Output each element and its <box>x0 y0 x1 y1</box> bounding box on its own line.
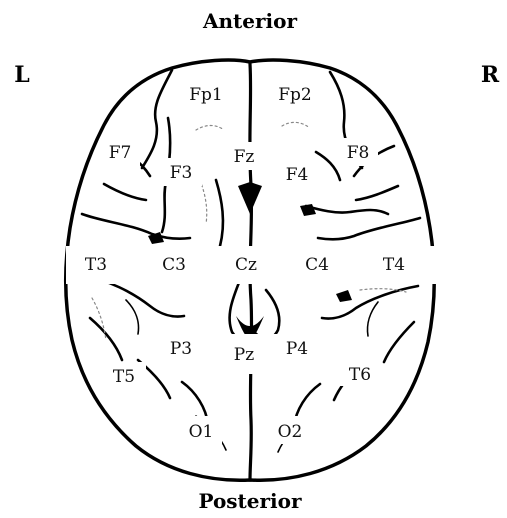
electrode-pz: Pz <box>234 345 254 365</box>
electrode-f4: F4 <box>286 165 309 185</box>
electrode-o2: O2 <box>278 422 303 442</box>
anterior-label: Anterior <box>202 9 297 33</box>
electrode-t3: T3 <box>85 255 107 275</box>
electrode-f3: F3 <box>170 163 193 183</box>
electrode-fp1: Fp1 <box>189 85 223 105</box>
electrode-p3: P3 <box>170 339 192 359</box>
electrode-fz: Fz <box>234 147 255 167</box>
electrode-fp2: Fp2 <box>278 85 312 105</box>
electrode-c3: C3 <box>162 255 186 275</box>
electrode-f8: F8 <box>347 143 370 163</box>
electrode-p4: P4 <box>286 339 308 359</box>
posterior-label: Posterior <box>198 489 302 513</box>
electrode-t5: T5 <box>113 367 135 387</box>
electrode-t4: T4 <box>383 255 405 275</box>
left-label: L <box>14 62 29 88</box>
right-label: R <box>481 62 500 88</box>
electrode-cz: Cz <box>235 255 257 275</box>
electrode-c4: C4 <box>305 255 329 275</box>
electrode-t6: T6 <box>349 365 371 385</box>
electrode-f7: F7 <box>109 143 132 163</box>
electrode-o1: O1 <box>189 422 214 442</box>
